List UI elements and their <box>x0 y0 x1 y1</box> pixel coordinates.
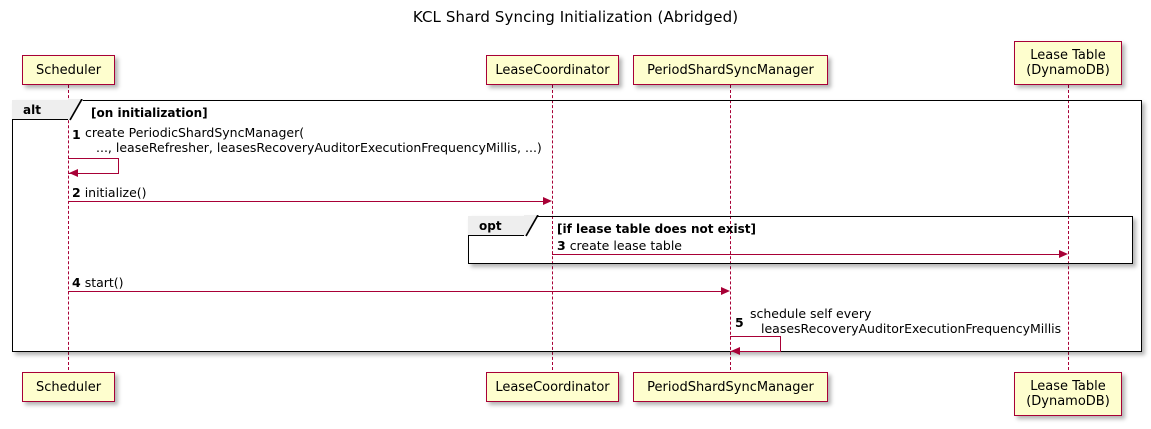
message-2-label: 2 initialize() <box>72 185 147 200</box>
participant-lease-table-top-label-line1: Lease Table <box>1030 48 1106 63</box>
participant-lease-coordinator-bottom-label: LeaseCoordinator <box>495 379 610 395</box>
fragment-opt-operator-tab: opt <box>468 216 526 236</box>
participant-lease-table-bottom[interactable]: Lease Table (DynamoDB) <box>1014 372 1122 416</box>
message-3-arrowhead <box>1059 249 1068 258</box>
message-1-text-line1: create PeriodicShardSyncManager( <box>85 125 305 140</box>
lifeline-lease-table <box>1068 85 1069 370</box>
participant-scheduler-bottom-label: Scheduler <box>35 379 102 395</box>
message-3-label: 3 create lease table <box>557 238 682 253</box>
diagram-title: KCL Shard Syncing Initialization (Abridg… <box>412 8 739 26</box>
participant-lease-table-bottom-label-line1: Lease Table <box>1030 379 1106 394</box>
message-3-line <box>552 254 1060 255</box>
fragment-alt-tab-notch <box>68 99 83 121</box>
message-1-text-line2-value: ..., leaseRefresher, leasesRecoveryAudit… <box>96 140 542 155</box>
fragment-opt-lease-table-missing <box>468 216 1133 264</box>
message-5-text-line2: leasesRecoveryAuditorExecutionFrequencyM… <box>750 321 1061 336</box>
message-5-label: 5 <box>735 315 744 330</box>
fragment-alt-operator-tab: alt <box>12 100 70 120</box>
lifeline-scheduler <box>68 85 69 370</box>
fragment-opt-tab-notch <box>524 215 539 237</box>
participant-period-shard-sync-manager-top-label: PeriodShardSyncManager <box>647 62 814 78</box>
message-5-arrowhead <box>731 347 740 355</box>
message-2-arrowhead <box>543 196 552 205</box>
message-5-text-line2-value: leasesRecoveryAuditorExecutionFrequencyM… <box>761 321 1062 336</box>
fragment-opt-operator-label: opt <box>479 218 502 233</box>
message-5-text: schedule self every leasesRecoveryAudito… <box>750 306 1061 336</box>
message-4-label: 4 start() <box>72 275 124 290</box>
message-2-number: 2 <box>72 185 81 200</box>
message-5-selfcall-box <box>730 336 781 352</box>
participant-lease-table-bottom-label-line2: (DynamoDB) <box>1026 394 1110 409</box>
message-1-arrowhead <box>69 169 78 177</box>
message-3-number: 3 <box>557 238 566 253</box>
message-5-number: 5 <box>735 315 744 330</box>
participant-lease-coordinator-bottom[interactable]: LeaseCoordinator <box>486 372 619 402</box>
participant-period-shard-sync-manager-top[interactable]: PeriodShardSyncManager <box>633 55 828 85</box>
participant-period-shard-sync-manager-bottom-label: PeriodShardSyncManager <box>647 379 814 395</box>
message-4-arrowhead <box>721 286 730 295</box>
message-1-selfcall-box <box>68 158 119 174</box>
participant-lease-coordinator-top-label: LeaseCoordinator <box>495 62 610 78</box>
message-4-text: start() <box>84 275 124 290</box>
lifeline-lease-coordinator <box>552 85 553 370</box>
fragment-opt-condition: [if lease table does not exist] <box>557 222 757 236</box>
message-1-text: create PeriodicShardSyncManager( ..., le… <box>85 125 542 155</box>
fragment-alt-condition: [on initialization] <box>91 106 208 120</box>
message-1-number: 1 <box>72 127 81 142</box>
message-3-text: create lease table <box>569 238 682 253</box>
message-4-number: 4 <box>72 275 81 290</box>
message-5-text-line1: schedule self every <box>750 306 872 321</box>
message-2-line <box>68 201 544 202</box>
participant-lease-coordinator-top[interactable]: LeaseCoordinator <box>486 55 619 85</box>
participant-scheduler-top[interactable]: Scheduler <box>22 55 115 85</box>
message-1-text-line2: ..., leaseRefresher, leasesRecoveryAudit… <box>85 140 542 155</box>
message-4-line <box>68 291 722 292</box>
participant-period-shard-sync-manager-bottom[interactable]: PeriodShardSyncManager <box>633 372 828 402</box>
participant-scheduler-bottom[interactable]: Scheduler <box>22 372 115 402</box>
participant-lease-table-top-label-line2: (DynamoDB) <box>1026 63 1110 78</box>
lifeline-period-shard-sync-manager <box>730 85 731 370</box>
fragment-alt-operator-label: alt <box>23 102 41 117</box>
participant-lease-table-top[interactable]: Lease Table (DynamoDB) <box>1014 41 1122 85</box>
participant-scheduler-top-label: Scheduler <box>35 62 102 78</box>
fragment-alt-on-initialization <box>12 100 1142 352</box>
message-1-label: 1 <box>72 127 81 142</box>
message-2-text: initialize() <box>84 185 147 200</box>
